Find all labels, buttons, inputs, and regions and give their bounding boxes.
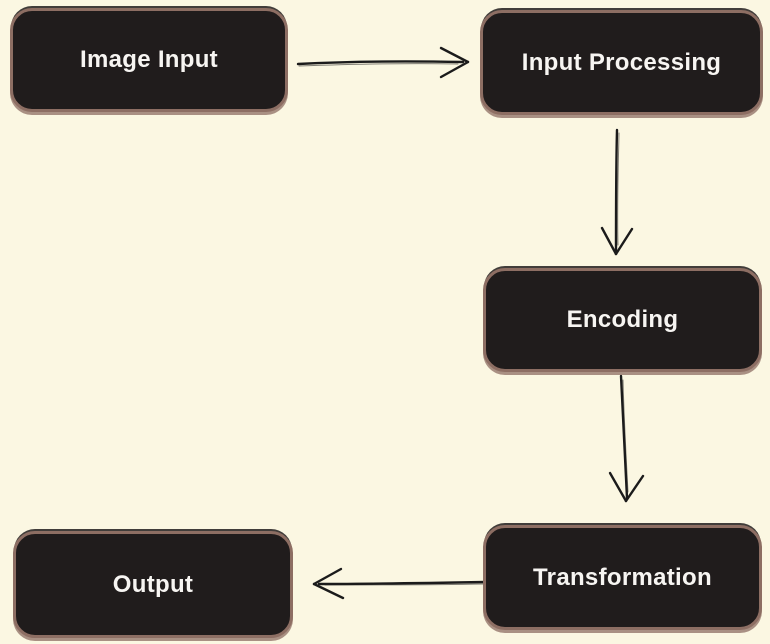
edge-transformation-to-output bbox=[312, 567, 488, 600]
node-transformation: Transformation bbox=[483, 525, 762, 630]
edge-image-input-to-input-processing bbox=[296, 46, 470, 79]
node-output-label: Output bbox=[112, 570, 194, 598]
edge-input-processing-to-encoding bbox=[600, 128, 634, 256]
node-input-processing: Input Processing bbox=[480, 10, 763, 115]
node-output: Output bbox=[13, 531, 293, 638]
node-image-input: Image Input bbox=[10, 8, 288, 112]
node-image-input-label: Image Input bbox=[80, 46, 218, 73]
node-encoding-label: Encoding bbox=[566, 306, 679, 333]
node-input-processing-label: Input Processing bbox=[521, 48, 722, 76]
node-encoding: Encoding bbox=[483, 268, 762, 372]
edge-encoding-to-transformation bbox=[608, 374, 645, 503]
node-transformation-label: Transformation bbox=[533, 563, 712, 591]
